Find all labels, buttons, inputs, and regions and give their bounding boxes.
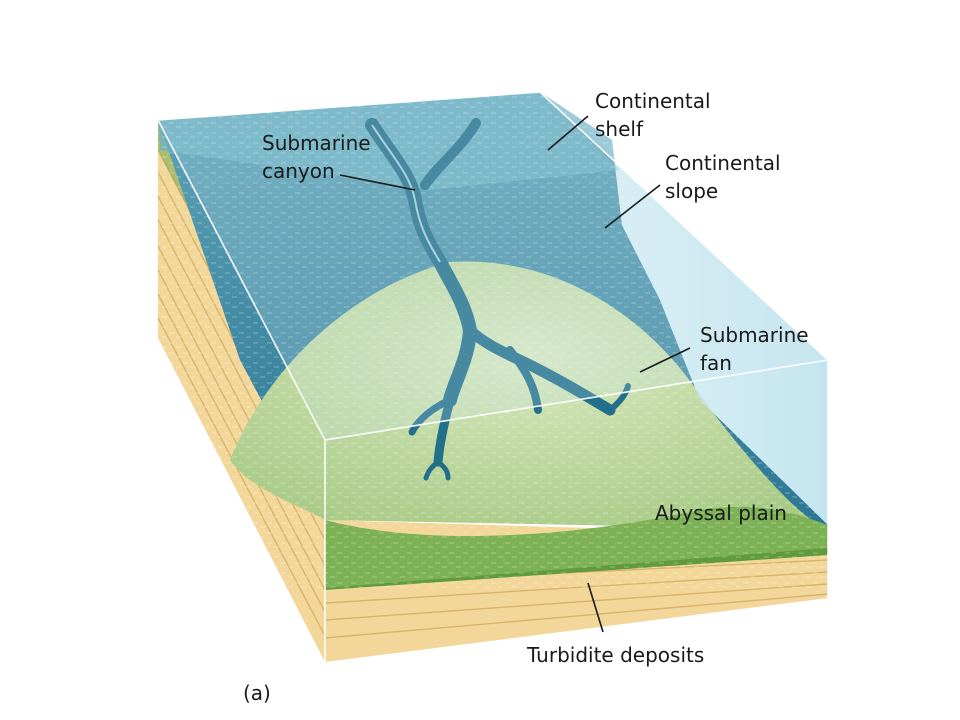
turbidite-deposits-label: Turbidite deposits [526, 643, 704, 667]
continental-slope-label: Continental slope [665, 151, 787, 203]
abyssal-plain-label: Abyssal plain [655, 501, 787, 525]
panel-label: (a) [243, 681, 271, 705]
water-volume [156, 91, 830, 662]
submarine-fan-label: Submarine fan [700, 323, 815, 375]
continental-shelf-label: Continental shelf [595, 89, 717, 141]
submarine-canyon-label: Submarine canyon [262, 131, 377, 183]
leader-lines [339, 115, 691, 633]
